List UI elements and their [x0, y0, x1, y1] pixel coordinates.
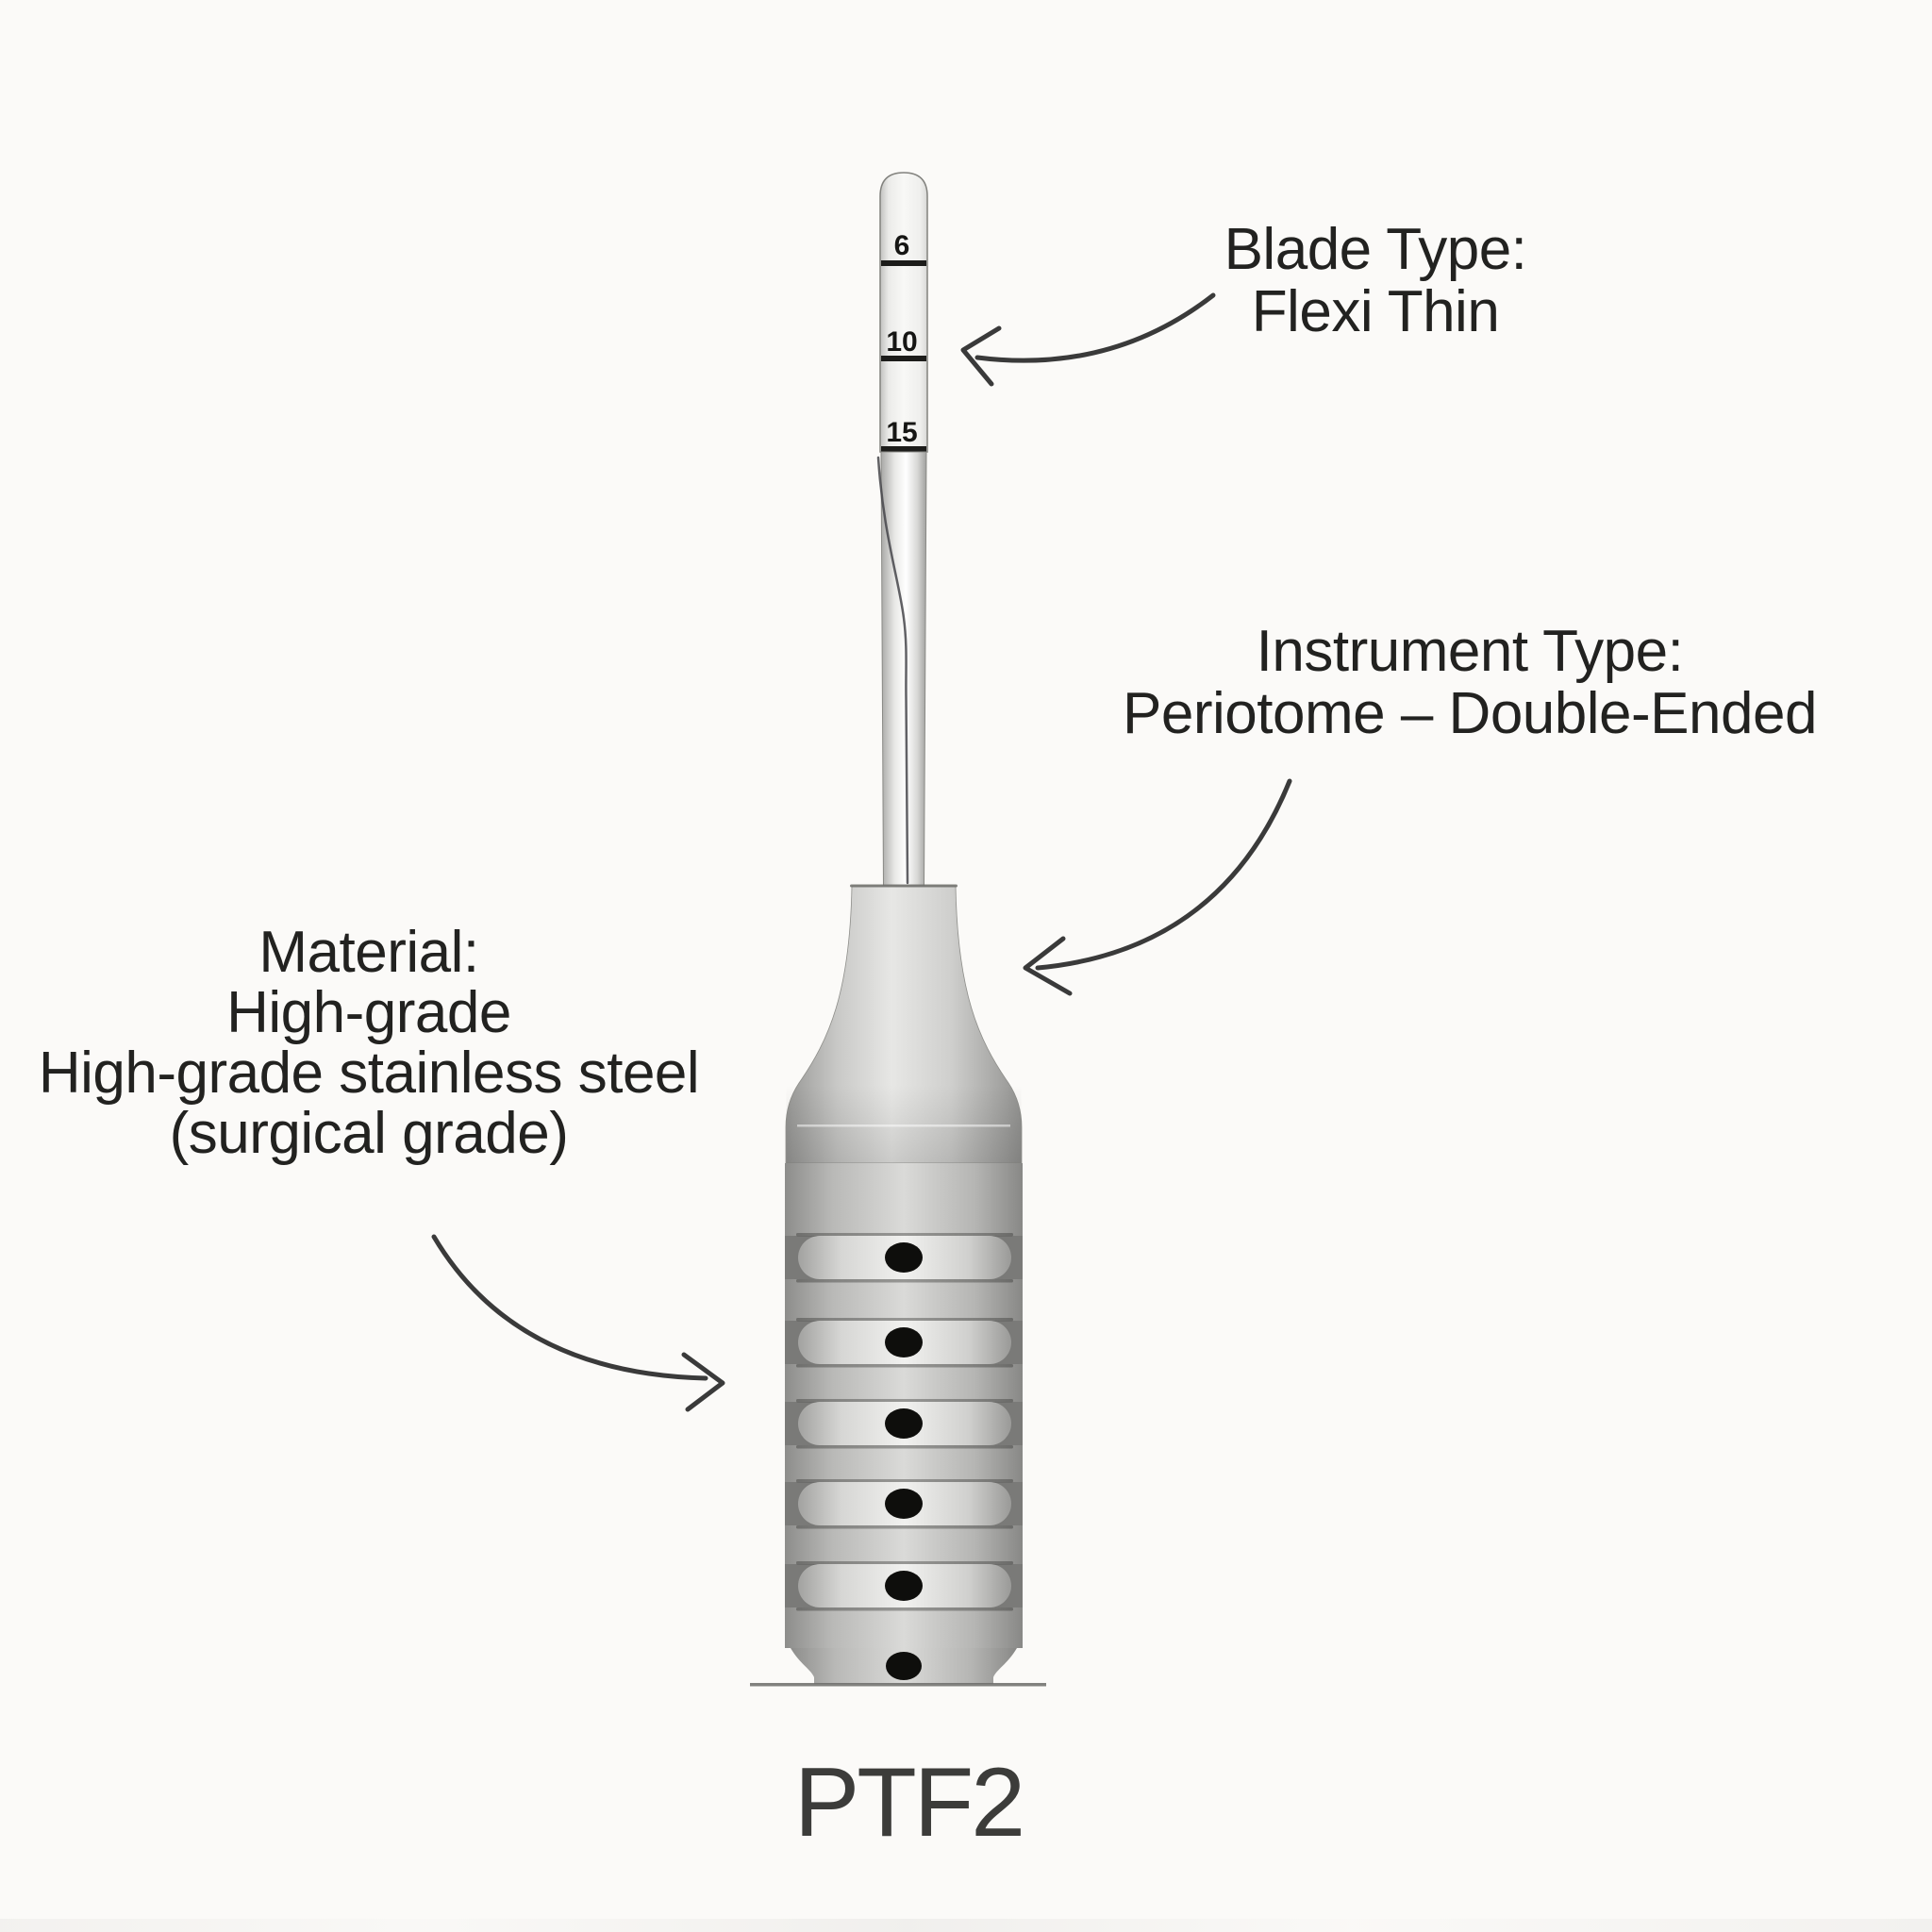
rib-notch: [885, 1242, 923, 1273]
rib-notch: [885, 1327, 923, 1357]
material-label: Material: High-grade High-grade stainles…: [13, 923, 724, 1164]
handle-rib: [796, 1233, 1013, 1283]
neck-cone: [785, 884, 1023, 1164]
rib-notch: [886, 1652, 922, 1680]
handle-rib: [796, 1399, 1013, 1449]
depth-tick: [881, 260, 926, 266]
depth-tick: [881, 446, 926, 452]
instrument-type-label: Instrument Type: Periotome – Double-Ende…: [1094, 621, 1845, 745]
blade-shaft: [880, 451, 927, 889]
handle-rib: [796, 1479, 1013, 1529]
depth-marking-label: 10: [886, 326, 917, 358]
material-title: Material:: [258, 920, 479, 985]
cone-bottom-shade: [786, 1085, 1022, 1163]
material-line: High-grade: [226, 980, 511, 1045]
depth-tick: [881, 356, 926, 361]
handle-ribs: [796, 1233, 1013, 1611]
depth-marking-label: 15: [886, 417, 917, 448]
rib-notch: [885, 1408, 923, 1439]
blade-pointer-arrow: [960, 292, 1216, 387]
blade-type-label: Blade Type: Flexi Thin: [1167, 219, 1584, 343]
model-number-label: PTF2: [793, 1748, 1025, 1857]
blade-type-title: Blade Type:: [1224, 217, 1527, 282]
rib-notch: [885, 1489, 923, 1519]
blade-type-value: Flexi Thin: [1251, 279, 1500, 344]
material-line: High-grade stainless steel: [38, 1041, 700, 1106]
handle-foot: [791, 1648, 1017, 1684]
blade-marking-section: [879, 172, 928, 453]
handle: [750, 1163, 1046, 1687]
cone-top-edge: [850, 884, 958, 888]
depth-scale: 6 10 15: [881, 230, 926, 452]
handle-rib: [796, 1318, 1013, 1368]
blade: 6 10 15: [876, 172, 928, 889]
blade-twist-seam: [876, 456, 909, 885]
instrument-type-value: Periotome – Double-Ended: [1123, 681, 1817, 746]
material-line: (surgical grade): [169, 1101, 569, 1166]
cone-rim-highlight: [797, 1124, 1010, 1127]
base-line: [750, 1683, 1046, 1687]
instrument-pointer-arrow: [1023, 778, 1292, 996]
scan-artifact: [0, 1919, 1932, 1932]
instrument-type-title: Instrument Type:: [1256, 619, 1684, 684]
depth-marking-label: 6: [894, 230, 910, 261]
material-pointer-arrow: [431, 1234, 725, 1412]
rib-notch: [885, 1571, 923, 1601]
handle-rib: [796, 1561, 1013, 1611]
